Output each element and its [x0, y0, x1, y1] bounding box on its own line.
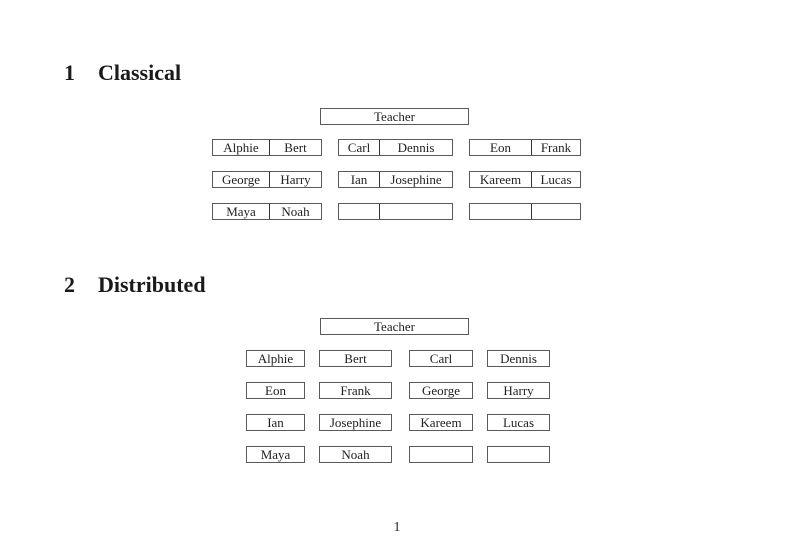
section-heading-classical: 1 Classical	[64, 60, 181, 85]
seat-left: Carl	[339, 140, 380, 155]
teacher-box: Teacher	[320, 108, 469, 125]
seat-right	[380, 204, 452, 219]
desk-pair-box: Ian Josephine	[338, 171, 453, 188]
seat-left	[339, 204, 380, 219]
desk-box: Ian	[246, 414, 305, 431]
desk-pair-box: Carl Dennis	[338, 139, 453, 156]
desk-box: Carl	[409, 350, 473, 367]
seat-left: Ian	[339, 172, 380, 187]
seat-label: Josephine	[329, 415, 382, 430]
seat-label: Kareem	[420, 415, 462, 430]
seat-right: Bert	[284, 139, 307, 155]
seat-label: Eon	[265, 383, 286, 398]
desk-box: Maya	[246, 446, 305, 463]
seat-right: Noah	[281, 203, 310, 219]
seat-left: Maya	[213, 204, 270, 219]
seat-label: Carl	[429, 351, 453, 366]
seat-label: Harry	[503, 383, 534, 398]
page-number: 1	[393, 520, 401, 535]
seat-right: Josephine	[390, 171, 442, 187]
seat-label: Bert	[344, 351, 367, 366]
seat-label: Dennis	[500, 351, 537, 366]
desk-box: Josephine	[319, 414, 392, 431]
desk-box: Kareem	[409, 414, 473, 431]
seat-label: George	[421, 383, 461, 398]
seat-left: Alphie	[213, 140, 270, 155]
seat-label: Maya	[260, 447, 291, 462]
desk-pair-box: George Harry	[212, 171, 322, 188]
desk-pair-box: Alphie Bert	[212, 139, 322, 156]
desk-box: Harry	[487, 382, 550, 399]
seat-label: Frank	[340, 383, 371, 398]
desk-box: Frank	[319, 382, 392, 399]
section-number: 2	[64, 272, 75, 297]
desk-pair-box-empty	[469, 203, 581, 220]
desk-box: George	[409, 382, 473, 399]
seat-right: Frank	[540, 139, 572, 155]
desk-pair-box-empty	[338, 203, 453, 220]
seat-label: Noah	[341, 447, 370, 462]
desk-pair-box: Kareem Lucas	[469, 171, 581, 188]
desk-box-empty	[409, 446, 473, 463]
desk-box: Eon	[246, 382, 305, 399]
teacher-label: Teacher	[374, 319, 415, 334]
desk-box: Lucas	[487, 414, 550, 431]
desk-pair-box: Maya Noah	[212, 203, 322, 220]
teacher-label: Teacher	[374, 109, 415, 124]
seat-label: Ian	[267, 415, 284, 430]
desk-box: Bert	[319, 350, 392, 367]
teacher-box: Teacher	[320, 318, 469, 335]
seat-label: Alphie	[257, 351, 294, 366]
seat-right: Lucas	[540, 171, 572, 187]
desk-box-empty	[487, 446, 550, 463]
desk-pair-box: Eon Frank	[469, 139, 581, 156]
seat-right	[532, 204, 580, 219]
seat-left: George	[213, 172, 270, 187]
section-heading-distributed: 2 Distributed	[64, 272, 206, 297]
seat-left: Kareem	[470, 172, 532, 187]
seat-label: Lucas	[502, 415, 535, 430]
seat-right: Harry	[280, 171, 311, 187]
desk-box: Dennis	[487, 350, 550, 367]
section-title: Classical	[98, 60, 182, 85]
desk-box: Noah	[319, 446, 392, 463]
seat-right: Dennis	[397, 139, 435, 155]
seat-left: Eon	[470, 140, 532, 155]
desk-box: Alphie	[246, 350, 305, 367]
seat-left	[470, 204, 532, 219]
section-number: 1	[64, 60, 75, 85]
section-title: Distributed	[98, 272, 206, 297]
